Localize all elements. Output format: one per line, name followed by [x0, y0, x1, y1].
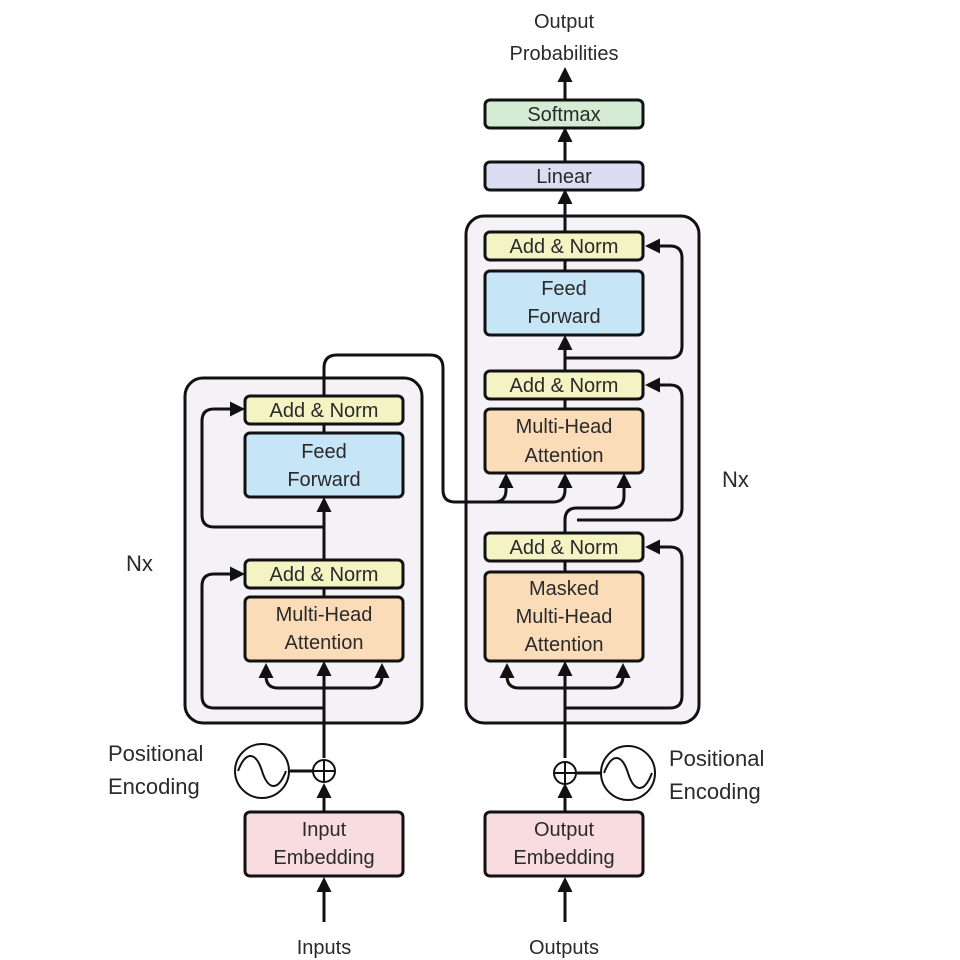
output-embedding: [483, 810, 645, 878]
linear-block: [483, 160, 645, 192]
encoder-ff-label-2: Forward: [287, 469, 360, 491]
softmax-label: Softmax: [527, 104, 600, 126]
decoder-add-norm-top-label: Add & Norm: [510, 236, 619, 258]
encoder-add-norm-bottom-label: Add & Norm: [270, 564, 379, 586]
decoder-add-norm-bottom-label: Add & Norm: [510, 537, 619, 559]
encoder-attn-label-2: Attention: [285, 632, 364, 654]
decoder-masked-label-2: Multi-Head: [516, 606, 613, 628]
decoder-add-positional-icon: [553, 761, 577, 785]
encoder-positional-label-1: Positional: [108, 741, 203, 766]
linear-label: Linear: [536, 166, 592, 188]
input-connections: [290, 769, 601, 922]
encoder-attn-label-1: Multi-Head: [276, 604, 373, 626]
encoder-ff-label-1: Feed: [301, 441, 347, 463]
decoder-positional-label-2: Encoding: [669, 779, 761, 804]
input-embedding: [243, 810, 405, 878]
decoder-add-norm-bottom: [483, 531, 645, 563]
decoder-masked-label-3: Attention: [525, 634, 604, 656]
decoder-cross-attn-label-1: Multi-Head: [516, 416, 613, 438]
output-embedding-label-2: Embedding: [513, 847, 614, 869]
decoder-positional-label-1: Positional: [669, 746, 764, 771]
decoder-cross-attn-label-2: Attention: [525, 445, 604, 467]
output-embedding-label-1: Output: [534, 819, 594, 841]
decoder-add-norm-top: [483, 230, 645, 262]
decoder-connections: [499, 67, 684, 758]
decoder-add-norm-mid-label: Add & Norm: [510, 375, 619, 397]
encoder-feed-forward: [243, 431, 405, 499]
decoder-masked-label-1: Masked: [529, 578, 599, 600]
decoder-repeat-label: Nx: [722, 467, 749, 492]
encoder-multi-head-attention: [243, 595, 405, 663]
inputs-label: Inputs: [297, 937, 351, 959]
output-probabilities-label-1: Output: [534, 11, 594, 33]
encoder-add-norm-top: [243, 394, 405, 426]
decoder-feed-forward: [483, 269, 645, 337]
encoder-positional-wave-icon: [234, 743, 290, 799]
output-probabilities-label-2: Probabilities: [510, 43, 619, 65]
encoder-connections: [200, 353, 573, 758]
decoder-masked-attention: [483, 570, 645, 663]
encoder-repeat-label: Nx: [126, 551, 153, 576]
softmax-block: [483, 98, 645, 130]
decoder-ff-label-2: Forward: [527, 306, 600, 328]
encoder-stack: [183, 376, 424, 725]
encoder-add-norm-top-label: Add & Norm: [270, 400, 379, 422]
decoder-ff-label-1: Feed: [541, 278, 587, 300]
encoder-positional-label-2: Encoding: [108, 774, 200, 799]
decoder-positional-wave-icon: [600, 745, 656, 801]
encoder-add-norm-bottom: [243, 558, 405, 590]
input-embedding-label-1: Input: [302, 819, 347, 841]
input-embedding-label-2: Embedding: [273, 847, 374, 869]
outputs-label: Outputs: [529, 937, 599, 959]
decoder-add-norm-mid: [483, 369, 645, 401]
decoder-cross-attention: [483, 407, 645, 475]
encoder-add-positional-icon: [312, 759, 336, 783]
